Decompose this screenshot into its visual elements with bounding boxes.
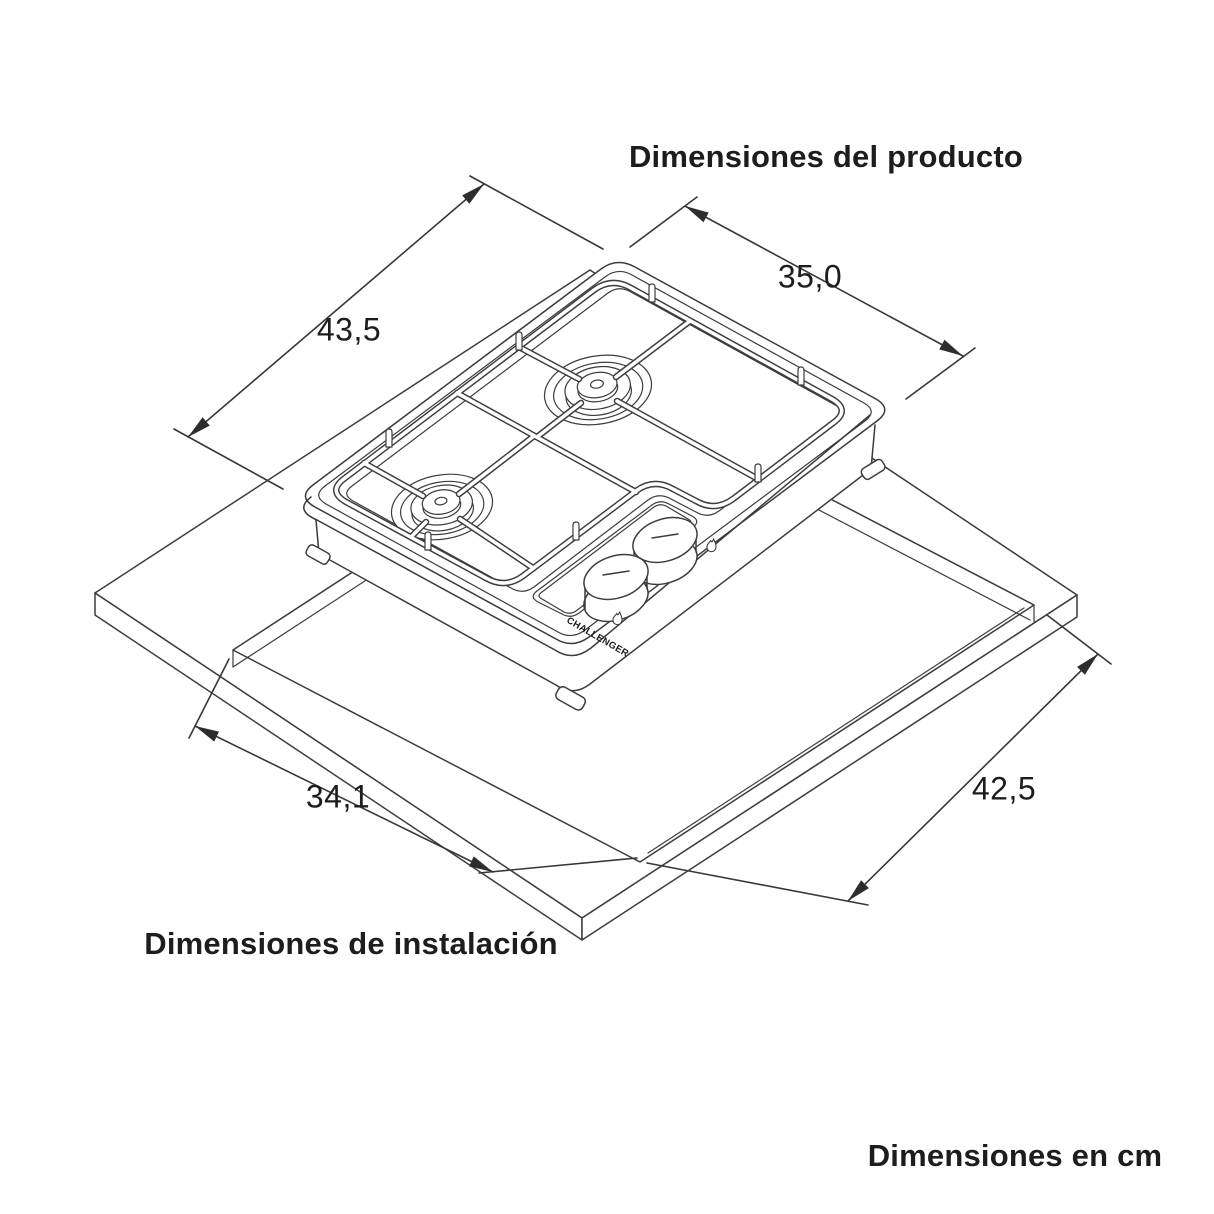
- dim-product-depth: [173, 175, 604, 490]
- knob-indicator: [651, 533, 679, 539]
- cooktop-body: [305, 262, 885, 691]
- dim-product-width-label: 35,0: [777, 258, 843, 295]
- flame-icon: [612, 611, 623, 626]
- pan-support-grate: [333, 279, 845, 587]
- countertop-front-right-face: [581, 594, 1078, 941]
- grate-tabs: [385, 283, 805, 551]
- knob-rear: [632, 516, 698, 586]
- installation-dimensions-title: Dimensiones de instalación: [144, 926, 558, 961]
- dim-product-width: [629, 196, 976, 400]
- flame-icon: [706, 538, 717, 553]
- product-dimensions-title: Dimensiones del producto: [628, 139, 1024, 174]
- dim-cutout-width-label: 34,1: [305, 778, 371, 815]
- cooktop-rim: [318, 270, 872, 637]
- dim-cutout-depth: [646, 614, 1112, 906]
- dim-cutout-width: [188, 658, 638, 874]
- units-note: Dimensiones en cm: [867, 1138, 1163, 1173]
- cooktop-base-tray: [305, 424, 886, 711]
- cooktop-rolled-edge: [303, 414, 871, 657]
- cooktop-foot: [305, 458, 886, 711]
- cooktop: CHALLENGER: [303, 261, 886, 711]
- dim-product-depth-label: 43,5: [316, 311, 382, 348]
- knob-indicator: [602, 570, 630, 576]
- dim-cutout-depth-label: 42,5: [971, 770, 1037, 807]
